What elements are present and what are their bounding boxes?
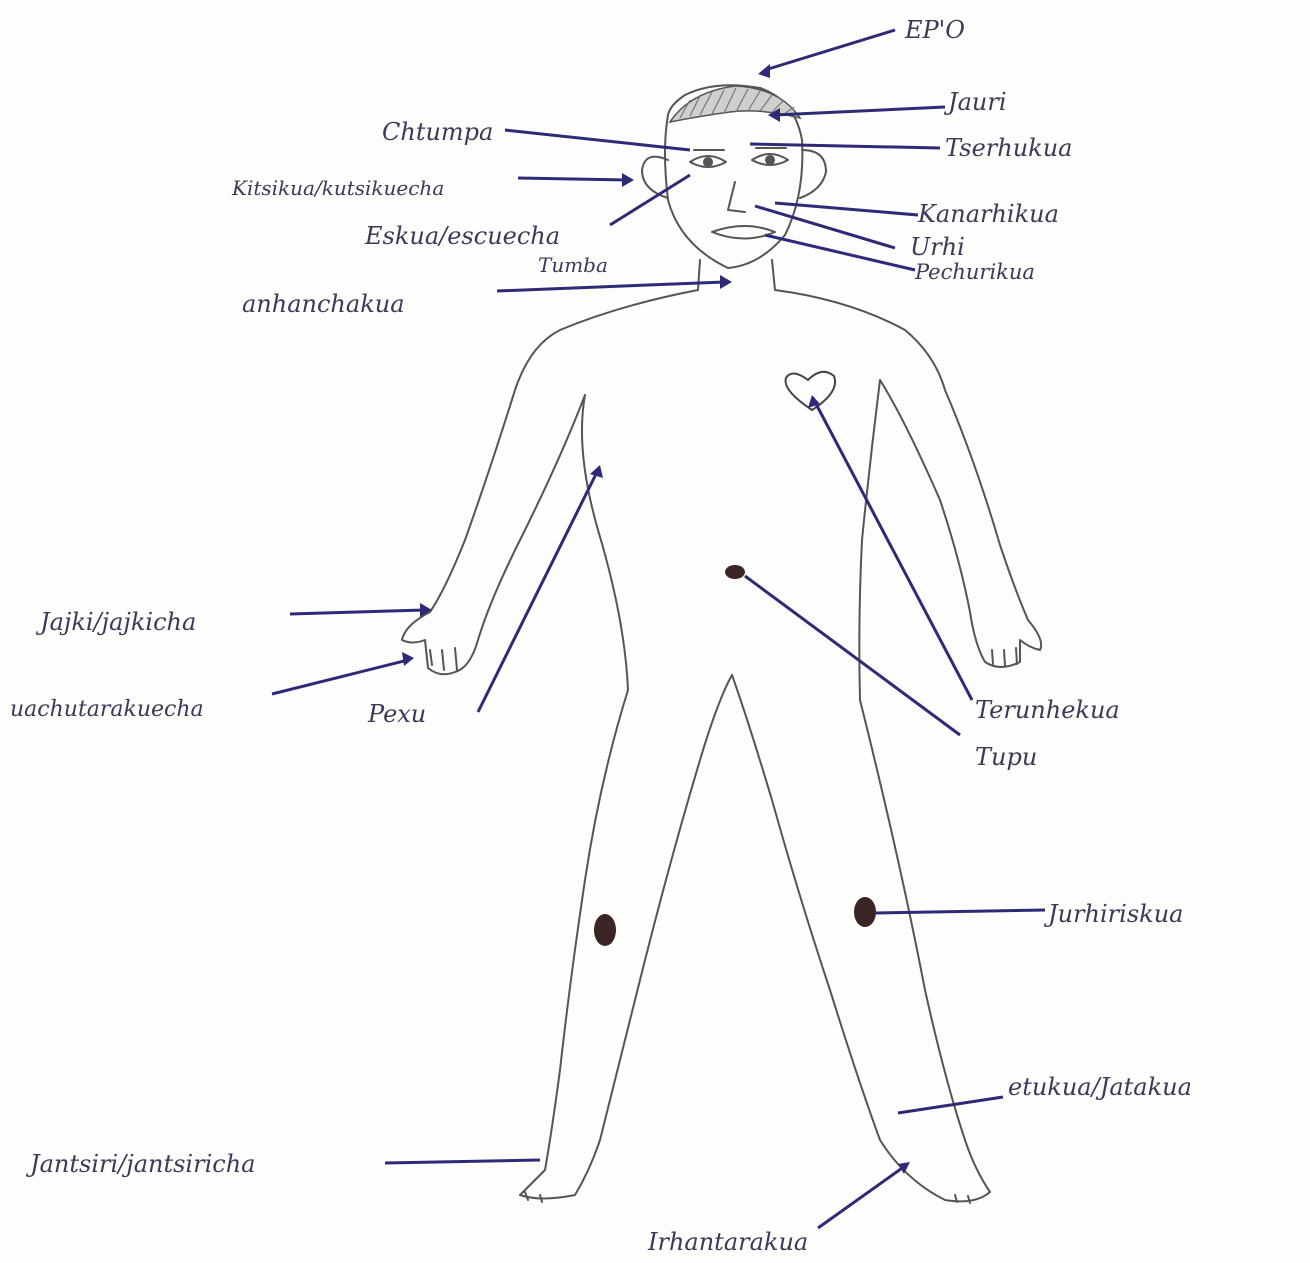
label-terunhekua: Terunhekua — [975, 696, 1120, 724]
label-eskua: Eskua/escuecha — [364, 222, 560, 250]
label-irhantarakua: Irhantarakua — [647, 1228, 808, 1256]
right-knee-dot — [854, 897, 876, 927]
pointer-uachutarakuecha — [272, 660, 408, 694]
label-ep-o: EP'O — [904, 16, 965, 44]
label-jajki: Jajki/jajkicha — [35, 608, 196, 636]
label-tumba: Tumba — [538, 253, 608, 277]
pointer-jantsiri — [385, 1160, 540, 1163]
label-kanarhikua: Kanarhikua — [917, 200, 1059, 228]
pointer-kitsikua — [518, 178, 628, 180]
label-pechurikua: Pechurikua — [914, 260, 1035, 284]
pointer-kanarhikua — [775, 203, 918, 215]
pointer-pechurikua — [765, 235, 915, 270]
left-hand-fingers — [430, 648, 457, 670]
right-leg — [732, 675, 990, 1201]
pointer-anhanchakua — [497, 282, 725, 291]
label-anhanchakua: anhanchakua — [242, 290, 405, 318]
label-chtumpa: Chtumpa — [382, 118, 493, 146]
pointer-jauri — [775, 107, 945, 115]
label-jauri: Jauri — [943, 88, 1007, 116]
torso-right — [859, 380, 880, 700]
torso-left — [582, 395, 628, 690]
pointer-ep-o — [765, 30, 895, 70]
right-hand-fingers — [992, 648, 1017, 666]
left-leg — [520, 675, 732, 1199]
body-right-side — [772, 260, 1041, 667]
pointer-tupu — [745, 576, 960, 735]
pointer-jajki — [290, 610, 425, 614]
navel-dot — [725, 565, 745, 579]
label-kitsikua: Kitsikua/kutsikuecha — [231, 176, 444, 200]
pointer-etukua — [898, 1097, 1003, 1113]
label-jurhiriskua: Jurhiriskua — [1043, 900, 1183, 928]
right-ear — [800, 150, 826, 198]
pointer-jurhiriskua — [876, 910, 1045, 913]
pointer-irhantarakua — [818, 1166, 905, 1228]
pointer-chtumpa — [505, 130, 690, 150]
label-uachutarakuecha: uachutarakuecha — [10, 697, 204, 722]
label-pexu: Pexu — [367, 700, 426, 728]
label-etukua: etukua/Jatakua — [1008, 1073, 1192, 1101]
label-jantsiri: Jantsiri/jantsiricha — [25, 1150, 255, 1178]
nose — [728, 182, 745, 212]
label-tupu: Tupu — [975, 743, 1037, 771]
pointer-terunhekua — [815, 402, 972, 700]
label-urhi: Urhi — [910, 233, 965, 261]
feet-toes — [525, 1192, 970, 1203]
left-knee-dot — [594, 914, 616, 946]
label-tserhukua: Tserhukua — [945, 134, 1072, 162]
body-left-side — [402, 260, 700, 674]
labels: EP'O Jauri Tserhukua Chtumpa Kitsikua/ku… — [10, 16, 1192, 1256]
eyes — [690, 148, 788, 167]
